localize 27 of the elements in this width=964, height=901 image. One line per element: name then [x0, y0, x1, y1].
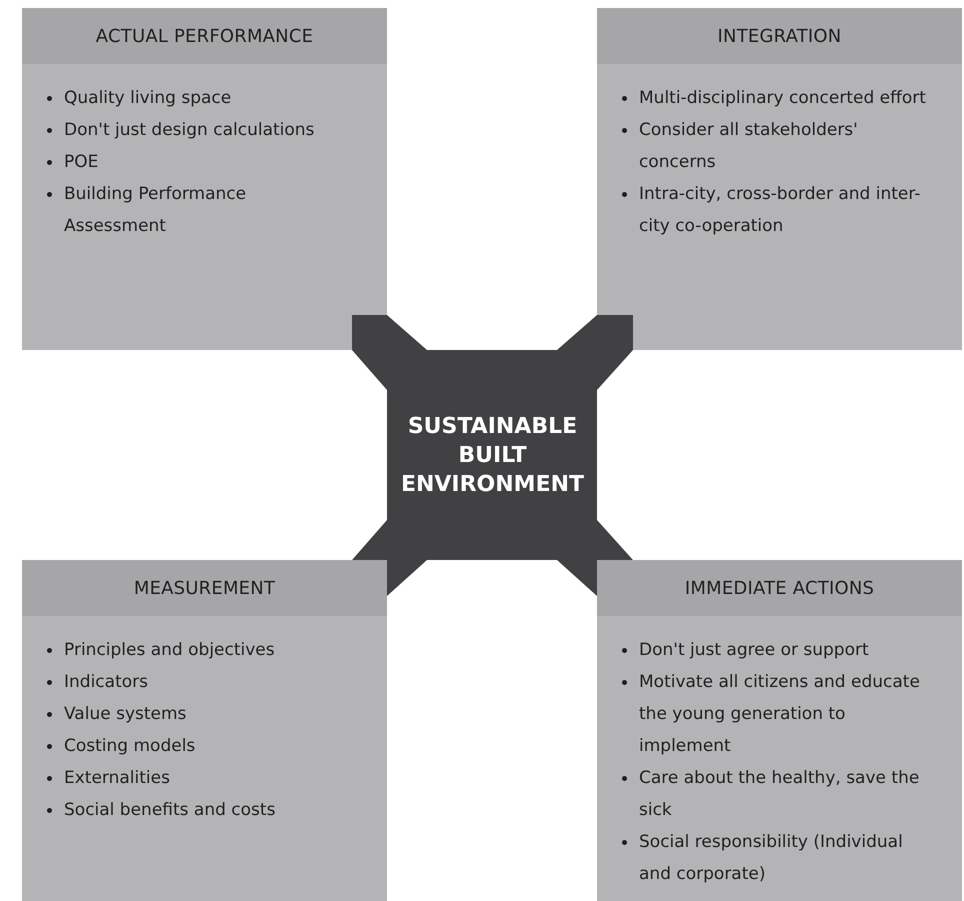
bullet-item: Costing models — [64, 735, 196, 758]
bullet-item: Social responsibility (Individual and corporate) — [639, 831, 904, 886]
bullet-item: Building Performance Assessment — [64, 183, 248, 238]
category-panel — [22, 8, 387, 350]
category-panel — [597, 560, 962, 901]
bullet-item: Multi-disciplinary concerted effort — [639, 87, 926, 110]
panel-heading: IMMEDIATE ACTIONS — [597, 560, 962, 616]
bullet-item: POE — [64, 151, 100, 174]
bullet-item: Social benefits and costs — [64, 799, 276, 822]
category-panel — [22, 560, 387, 901]
category-panel — [597, 8, 962, 350]
bullet-item: Motivate all citizens and educate the young generation to implement — [639, 671, 921, 758]
bullet-item: Principles and objectives — [64, 639, 276, 662]
bullet-item: Don't just agree or support — [639, 639, 870, 662]
panel-heading: MEASUREMENT — [22, 560, 387, 616]
bullet-item: Care about the healthy, save the sick — [639, 767, 920, 822]
bullet-item: Value systems — [64, 703, 188, 726]
panel-heading: ACTUAL PERFORMANCE — [22, 8, 387, 64]
center-title: SUSTAINABLE BUILT ENVIRONMENT — [400, 413, 586, 499]
panel-heading: INTEGRATION — [597, 8, 962, 64]
bullet-item: Indicators — [64, 671, 149, 694]
cross-shape — [352, 315, 633, 596]
bullet-item: Quality living space — [64, 87, 232, 110]
bullet-item: Don't just design calculations — [64, 119, 316, 142]
bullet-item: Externalities — [64, 767, 171, 790]
bullet-item: Consider all stakeholders' concerns — [639, 119, 859, 174]
bullet-item: Intra-city, cross-border and inter-city co-operation — [639, 183, 922, 238]
